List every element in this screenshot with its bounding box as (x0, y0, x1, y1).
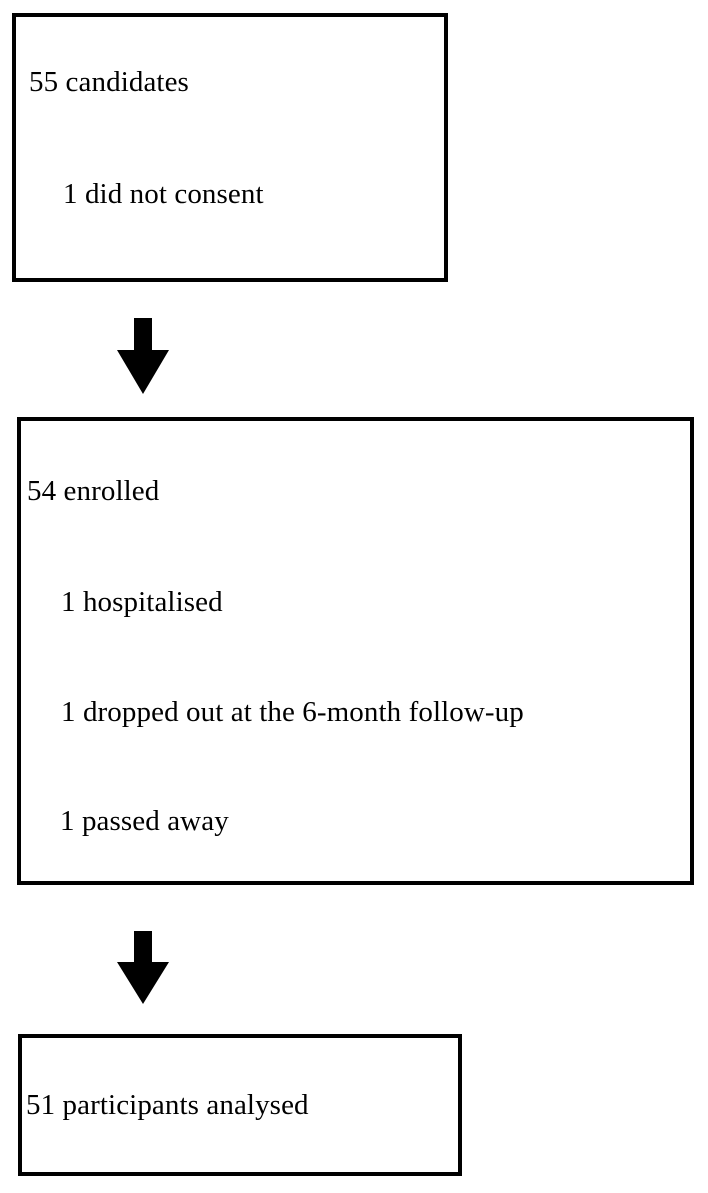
enrolment-box (17, 417, 694, 885)
down-arrow-icon (117, 318, 169, 394)
analysis-box (18, 1034, 462, 1176)
enrolment-dropped-out-label: 1 dropped out at the 6-month follow-up (61, 696, 524, 728)
screening-candidates-label: 55 candidates (29, 66, 189, 98)
down-arrow-icon (117, 931, 169, 1004)
screening-did-not-consent-label: 1 did not consent (63, 178, 264, 210)
enrolment-hospitalised-label: 1 hospitalised (61, 586, 223, 618)
enrolment-enrolled-label: 54 enrolled (27, 475, 160, 507)
analysis-participants-analysed-label: 51 participants analysed (26, 1089, 309, 1121)
enrolment-passed-away-label: 1 passed away (60, 805, 229, 837)
screening-box (12, 13, 448, 282)
